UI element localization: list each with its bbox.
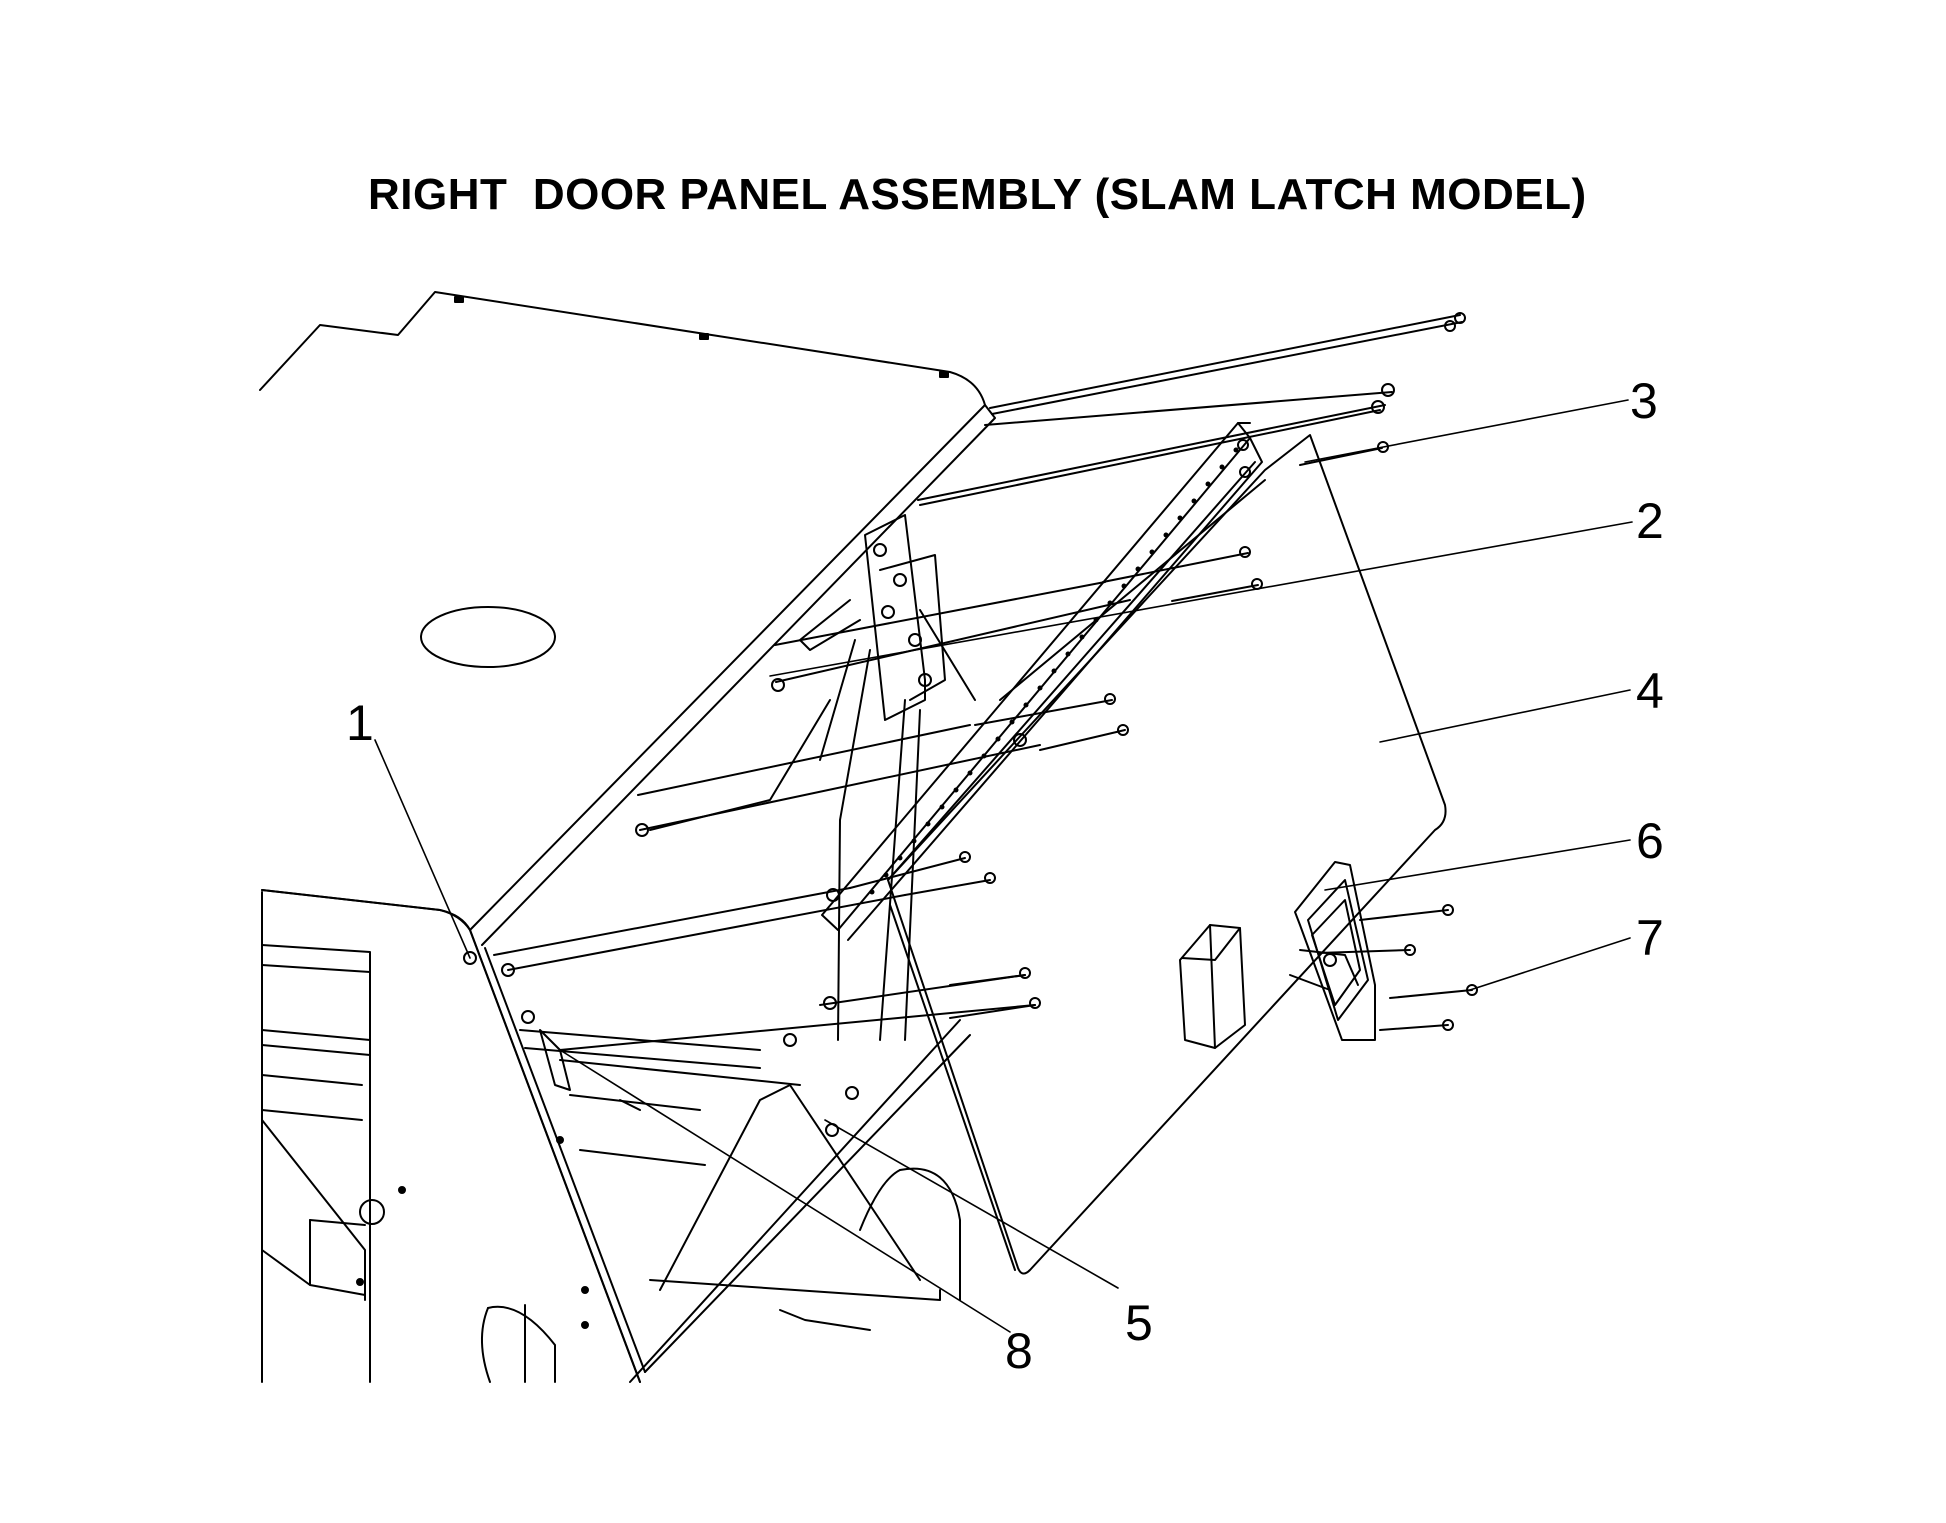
callout-numbers: 1 2 3 4 5 6 7 8: [346, 373, 1664, 1379]
callout-1: 1: [346, 695, 374, 751]
callout-4: 4: [1636, 663, 1664, 719]
callout-5: 5: [1125, 1295, 1153, 1351]
bolt-icon: [1251, 578, 1263, 590]
hinge-knuckle-dots: [869, 447, 1239, 895]
bolt-icon: [1117, 724, 1129, 736]
leader-lines: [374, 399, 1633, 1333]
interior-rails: [519, 1029, 961, 1331]
bolt-icon: [1019, 967, 1031, 979]
leader-line-5: [824, 1119, 1119, 1289]
leader-line-4: [1379, 689, 1631, 743]
bolt-icon: [1377, 441, 1389, 453]
right-door-panel: [887, 434, 1447, 1275]
cabinet-front-frame: [261, 889, 971, 1383]
leader-line-7: [1469, 937, 1631, 991]
leader-line-8: [559, 1049, 1011, 1333]
top-panel-opening: [420, 606, 556, 668]
cabinet-top-panel: [259, 291, 996, 946]
leader-line-6: [1324, 839, 1631, 891]
bolt-icon: [1239, 546, 1251, 558]
leader-line-1: [374, 739, 471, 959]
bolt-icon: [1371, 400, 1385, 414]
bolt-icon: [1444, 320, 1456, 332]
bolt-icon: [1442, 904, 1454, 916]
diagram-title: RIGHT DOOR PANEL ASSEMBLY (SLAM LATCH MO…: [368, 170, 1587, 219]
bolt-icon: [1404, 944, 1416, 956]
bolt-icon: [1104, 693, 1116, 705]
bolt-icon: [959, 851, 971, 863]
bolt-icon: [984, 872, 996, 884]
bolt-icon: [1454, 312, 1466, 324]
callout-7: 7: [1636, 910, 1664, 966]
callout-8: 8: [1005, 1323, 1033, 1379]
fasteners: [463, 312, 1478, 1137]
slam-latch-assembly: [1179, 861, 1376, 1049]
bolt-icon: [1442, 1019, 1454, 1031]
bolt-icon: [1029, 997, 1041, 1009]
bolt-icon: [1381, 383, 1395, 397]
callout-2: 2: [1636, 493, 1664, 549]
leader-line-3: [1304, 399, 1629, 463]
callout-6: 6: [1636, 813, 1664, 869]
callout-3: 3: [1630, 373, 1658, 429]
leader-line-2: [769, 521, 1633, 677]
bolt-icon: [1466, 984, 1478, 996]
hinge-bracket: [649, 514, 976, 1041]
piano-hinge-strip: [821, 422, 1263, 941]
